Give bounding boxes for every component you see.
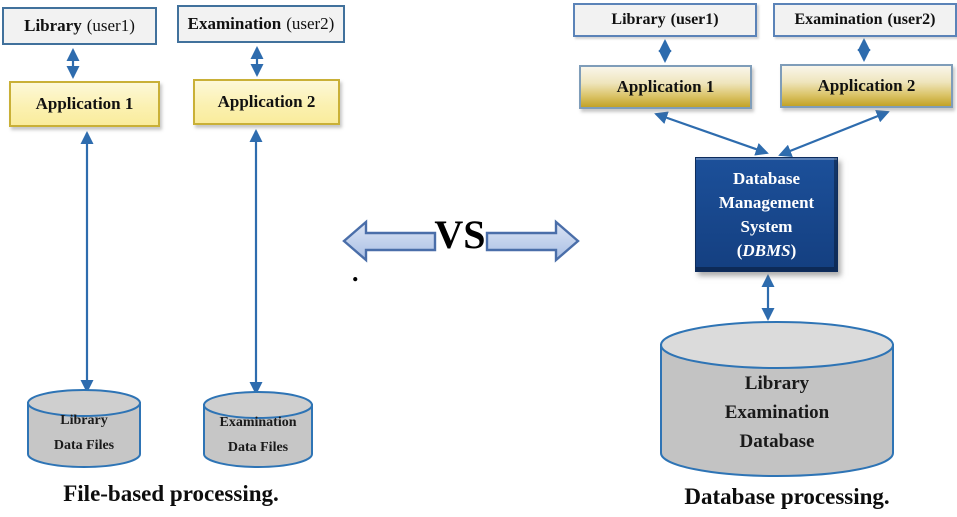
datastore-line: Examination bbox=[724, 402, 830, 423]
datastore-line: Data Files bbox=[53, 438, 115, 453]
dbms-acronym-text: DBMS bbox=[742, 240, 791, 260]
paren: ) bbox=[790, 240, 797, 260]
user-box-examination-left: Examination (user2) bbox=[177, 5, 345, 43]
user-box-user: (user1) bbox=[670, 11, 719, 28]
block-arrow-right-icon bbox=[485, 219, 580, 263]
dbms-line: Database bbox=[732, 168, 801, 188]
vs-label: VS bbox=[434, 212, 486, 257]
user-box-user: (user2) bbox=[286, 14, 335, 33]
caption-database: Database processing. bbox=[684, 484, 890, 509]
application-label: Application 1 bbox=[616, 77, 715, 96]
datastore-line: Examination bbox=[219, 415, 297, 430]
dbms-acronym: (DBMS) bbox=[737, 239, 797, 263]
datastore-line: Library bbox=[744, 373, 810, 394]
exam-datafiles-label: Examination Data Files bbox=[204, 410, 312, 460]
user-box-library-right: Library (user1) bbox=[573, 3, 757, 37]
cylinder-database-top bbox=[660, 321, 894, 369]
dbms-box: Database Management System (DBMS) bbox=[695, 157, 838, 272]
user-box-user: (user2) bbox=[887, 11, 936, 28]
library-datafiles-label: Library Data Files bbox=[28, 408, 140, 458]
user-box-library-left: Library (user1) bbox=[2, 7, 157, 45]
caption-file-based: File-based processing. bbox=[63, 481, 279, 506]
application-2-box-right: Application 2 bbox=[780, 64, 953, 108]
user-box-title: Examination bbox=[794, 11, 883, 28]
user-box-title: Library bbox=[24, 16, 82, 35]
datastore-line: Data Files bbox=[227, 440, 289, 455]
block-arrow-left-icon bbox=[342, 219, 437, 263]
user-box-title: Examination bbox=[187, 14, 282, 33]
application-label: Application 2 bbox=[817, 76, 916, 95]
dbms-line: System bbox=[740, 216, 793, 236]
user-box-user: (user1) bbox=[86, 16, 135, 35]
divider-dot: . bbox=[352, 258, 359, 287]
datastore-line: Database bbox=[739, 431, 815, 452]
paren: ( bbox=[736, 240, 743, 260]
application-1-box-left: Application 1 bbox=[9, 81, 160, 127]
arrow-app1-dbms bbox=[654, 111, 769, 156]
datastore-line: Library bbox=[60, 413, 108, 428]
application-label: Application 1 bbox=[35, 94, 134, 113]
application-2-box-left: Application 2 bbox=[193, 79, 340, 125]
application-label: Application 2 bbox=[217, 92, 316, 111]
user-box-title: Library bbox=[611, 11, 666, 28]
dbms-line: Management bbox=[718, 192, 815, 212]
database-cylinder-label: Library Examination Database bbox=[661, 369, 893, 456]
arrow-app2-dbms bbox=[778, 110, 890, 157]
application-1-box-right: Application 1 bbox=[579, 65, 752, 109]
user-box-examination-right: Examination (user2) bbox=[773, 3, 957, 37]
